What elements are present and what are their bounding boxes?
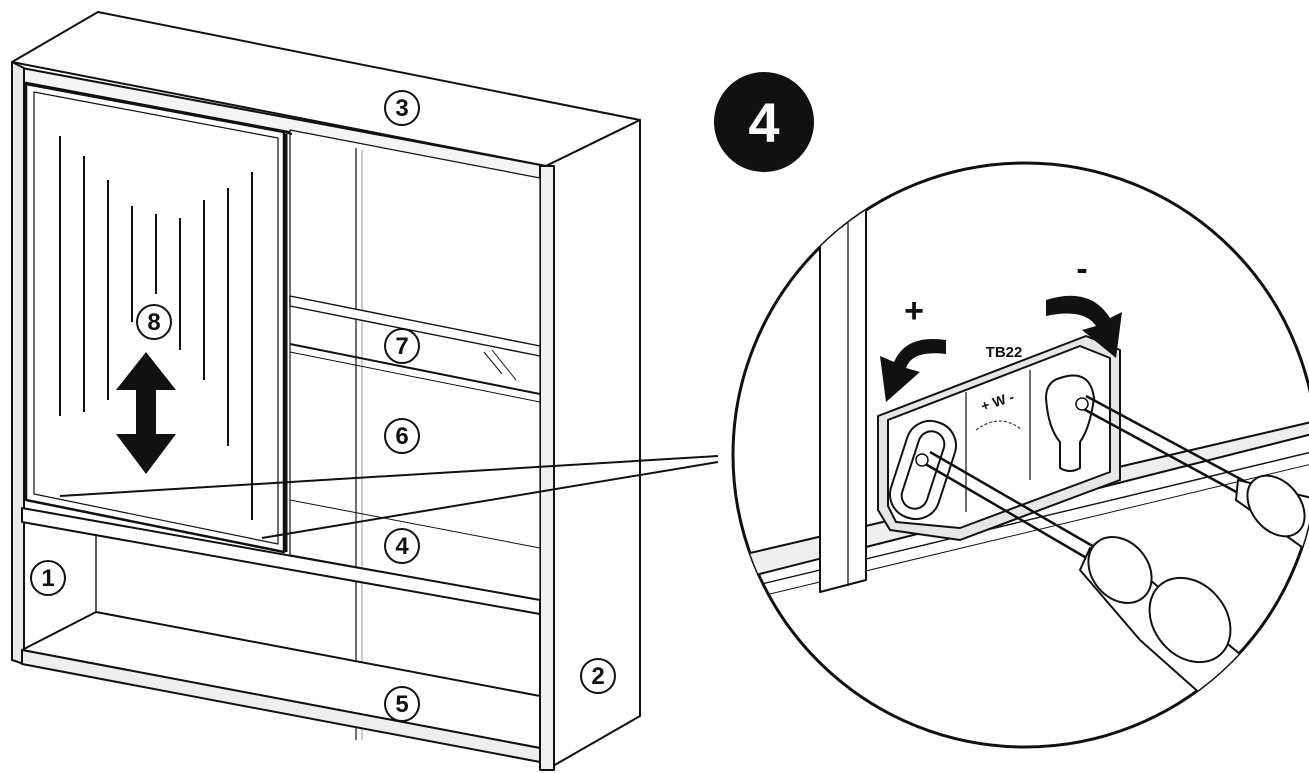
part-number-label: 4: [395, 533, 409, 560]
part-callouts: 1 2 3 4 5 6 7 8: [30, 90, 616, 722]
step-badge: 4: [714, 72, 814, 172]
plus-label: +: [904, 292, 924, 330]
right-side-front-edge: [539, 165, 555, 771]
bottom-front-edge: [21, 649, 541, 763]
step-number: 4: [748, 91, 779, 154]
part-callout-1: 1: [30, 560, 66, 596]
part-number-label: 6: [395, 423, 408, 450]
detail-magnifier: + - TB22 + W -: [731, 161, 1309, 749]
back-panel: [289, 129, 541, 601]
minus-label: -: [1076, 250, 1087, 288]
part-number-label: 8: [147, 309, 160, 336]
cabinet: [11, 11, 641, 771]
sliding-door-inner: [33, 91, 279, 545]
part-callout-circle: [136, 304, 172, 340]
part-callout-circle: [384, 528, 420, 564]
part-callout-7: 7: [384, 328, 420, 364]
middle-shelf: [21, 507, 541, 615]
part-callout-circle: [580, 658, 616, 694]
part-callout-6: 6: [384, 418, 420, 454]
part-callout-2: 2: [580, 658, 616, 694]
part-callout-circle: [384, 686, 420, 722]
part-number-label: 7: [395, 333, 408, 360]
bottom-panel: [21, 611, 541, 749]
part-callout-circle: [30, 560, 66, 596]
part-callout-circle: [384, 328, 420, 364]
minus-direction-arrow-icon: [1046, 295, 1122, 358]
part-callout-3: 3: [384, 90, 420, 126]
part-callout-5: 5: [384, 686, 420, 722]
part-callout-circle: [384, 418, 420, 454]
part-number-label: 3: [395, 95, 408, 122]
part-number-label: 1: [41, 565, 54, 592]
plus-direction-arrow-icon: [880, 338, 946, 402]
adjust-rotation-arrow: [975, 420, 1023, 431]
hinge-code-label: TB22: [986, 344, 1023, 361]
right-screwdriver: [1077, 394, 1309, 561]
detail-leader-lines: [59, 455, 719, 539]
part-number-label: 2: [591, 663, 604, 690]
up-down-arrow-icon: [116, 352, 176, 474]
door-glass-reflection: [59, 136, 253, 520]
left-side-panel: [11, 61, 25, 665]
part-callout-circle: [384, 90, 420, 126]
part-callout-8: 8: [136, 304, 172, 340]
part-number-label: 5: [395, 691, 408, 718]
part-callout-4: 4: [384, 528, 420, 564]
glass-shelf: [289, 295, 541, 357]
